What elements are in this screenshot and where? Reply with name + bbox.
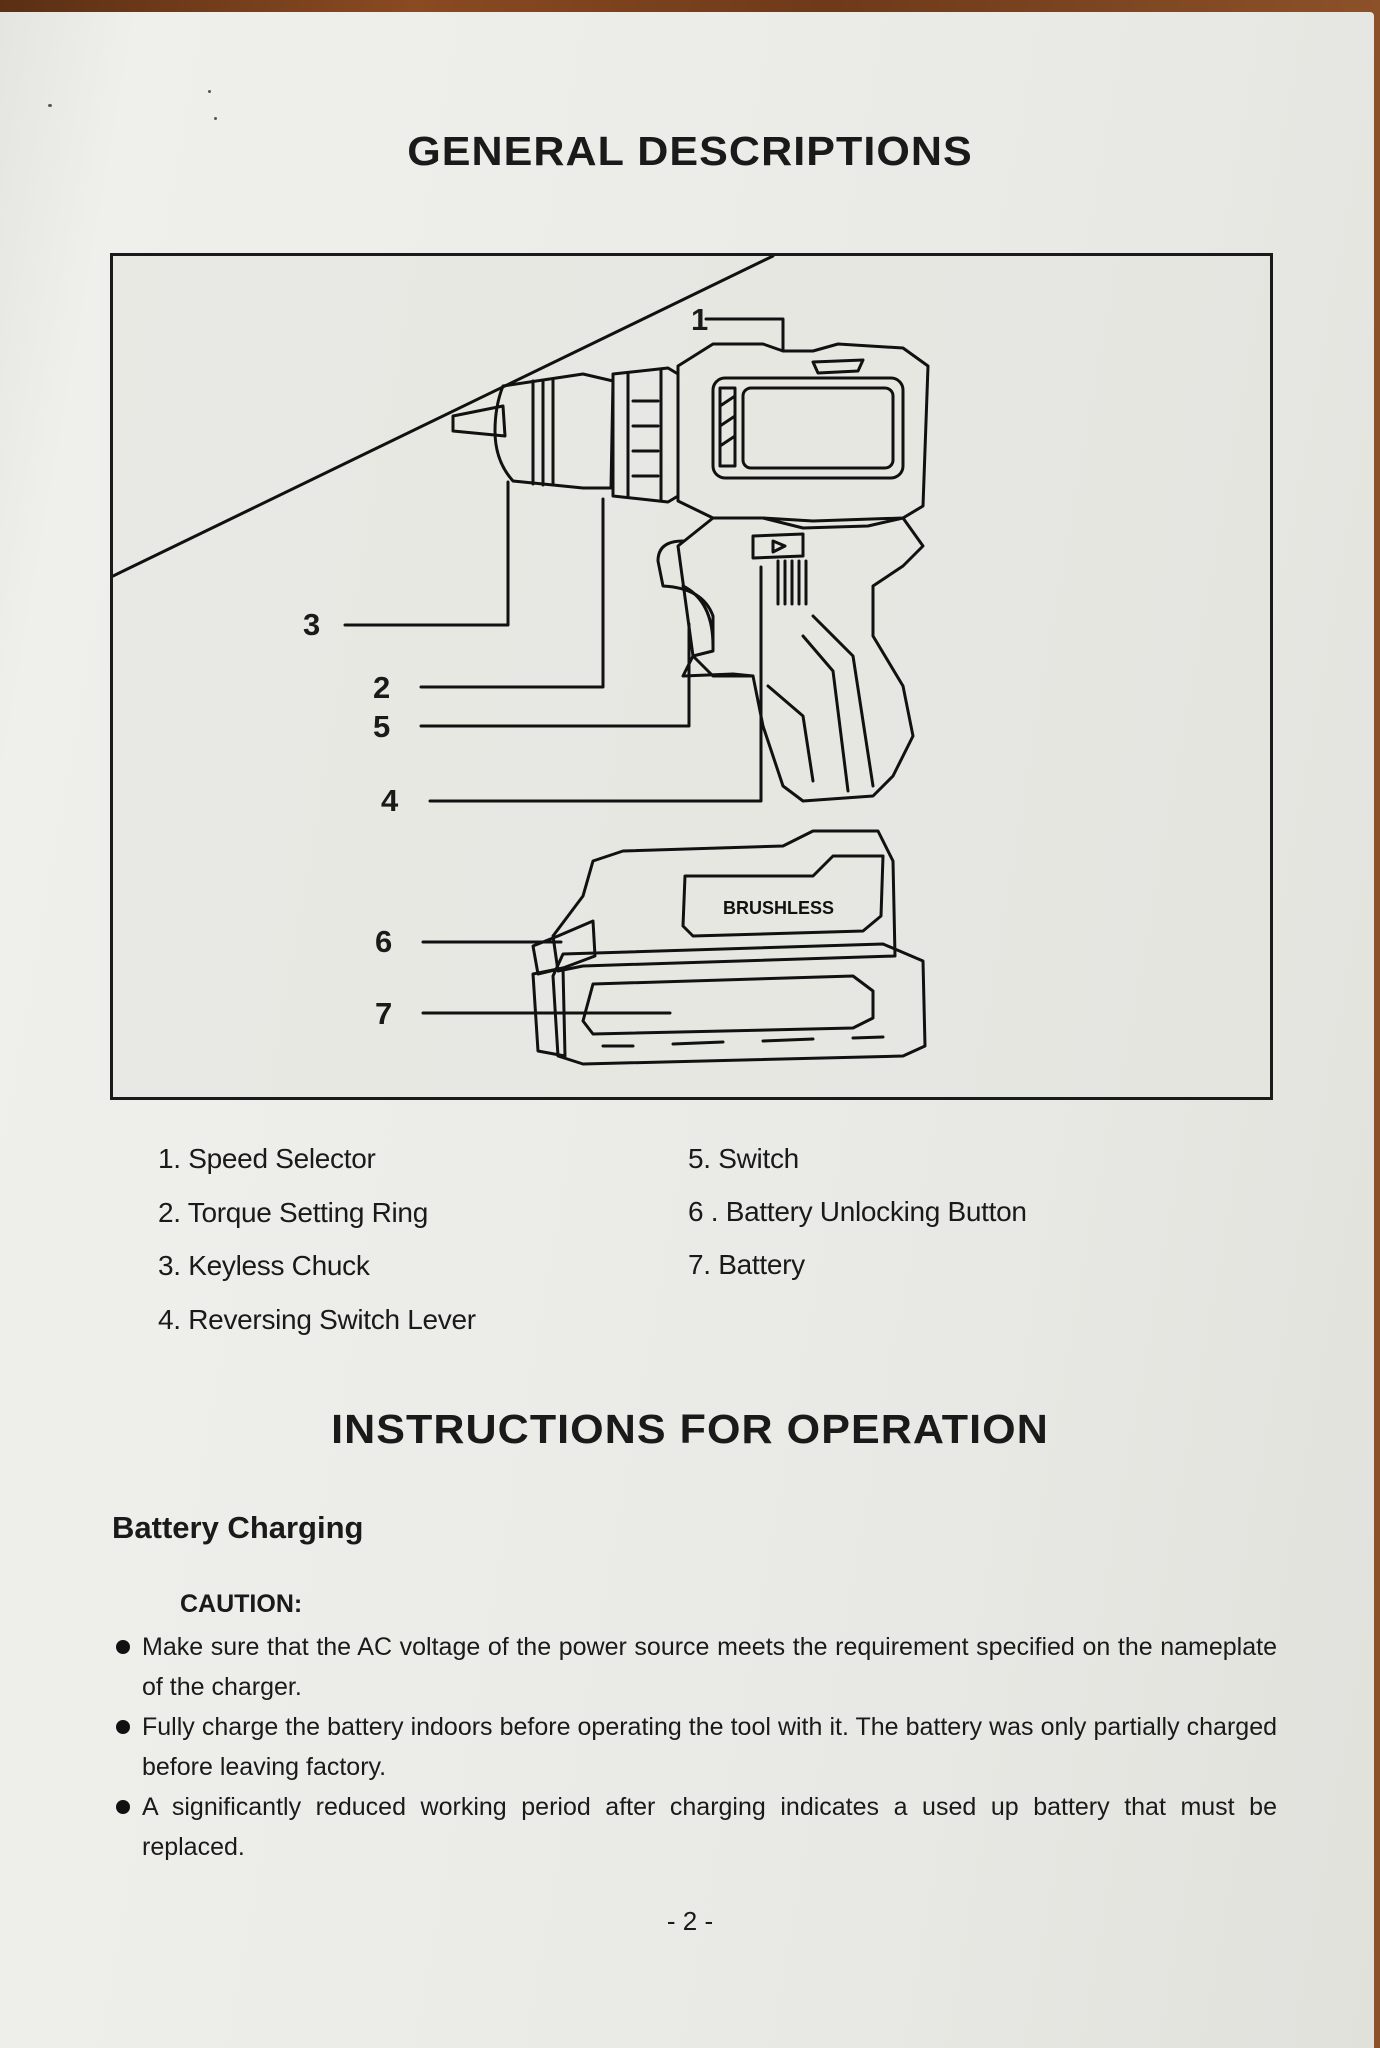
bullet-text: A significantly reduced working period a… — [142, 1793, 1277, 1861]
part-number: 4. — [158, 1304, 181, 1335]
caution-bullet: A significantly reduced working period a… — [112, 1787, 1277, 1867]
part-label: Reversing Switch Lever — [188, 1304, 476, 1335]
part-label: Switch — [718, 1143, 799, 1174]
callout-1: 1 — [691, 302, 709, 337]
caution-bullet: Make sure that the AC voltage of the pow… — [112, 1627, 1277, 1707]
section-title-battery-charging: Battery Charging — [112, 1510, 364, 1545]
callout-3: 3 — [303, 607, 321, 642]
part-number: 5. — [688, 1143, 711, 1174]
part-number: 7. — [688, 1249, 711, 1280]
parts-list-item: 5. Switch — [688, 1143, 799, 1175]
print-speck — [208, 90, 211, 93]
page-number: - 2 - — [666, 1906, 714, 1936]
parts-list-item: 3. Keyless Chuck — [158, 1250, 370, 1282]
svg-text:BRUSHLESS: BRUSHLESS — [723, 898, 834, 918]
bullet-text: Make sure that the AC voltage of the pow… — [142, 1633, 1277, 1701]
callout-5: 5 — [373, 709, 391, 744]
part-number: 1. — [158, 1143, 181, 1174]
bullet-text: Fully charge the battery indoors before … — [142, 1713, 1277, 1781]
part-label: Keyless Chuck — [188, 1250, 370, 1281]
parts-list-item: 2. Torque Setting Ring — [158, 1197, 428, 1229]
part-number: 2. — [158, 1197, 181, 1228]
parts-list-item: 6 . Battery Unlocking Button — [688, 1196, 1027, 1228]
part-number: 6 . — [688, 1196, 719, 1227]
part-label: Torque Setting Ring — [187, 1197, 429, 1228]
drill-diagram: BRUSHLESS 1 2 3 4 5 6 7 — [110, 253, 1273, 1100]
caution-bullet: Fully charge the battery indoors before … — [112, 1707, 1277, 1787]
bullet-icon — [116, 1720, 130, 1734]
callout-6: 6 — [375, 924, 393, 959]
parts-list-item: 1. Speed Selector — [158, 1143, 376, 1175]
parts-list-item: 7. Battery — [688, 1249, 805, 1281]
part-label: Speed Selector — [188, 1143, 376, 1174]
part-label: Battery — [718, 1249, 805, 1280]
print-speck — [214, 117, 217, 120]
cordless-drill-illustration: BRUSHLESS — [113, 256, 930, 1066]
instructions-title: INSTRUCTIONS FOR OPERATION — [331, 1406, 1049, 1452]
part-label: Battery Unlocking Button — [725, 1196, 1027, 1227]
callout-4: 4 — [381, 783, 399, 818]
caution-label: CAUTION: — [180, 1590, 303, 1618]
bullet-icon — [116, 1640, 130, 1654]
part-number: 3. — [158, 1250, 181, 1281]
bullet-icon — [116, 1800, 130, 1814]
print-speck — [48, 104, 52, 107]
callout-7: 7 — [375, 996, 393, 1031]
general-descriptions-title: GENERAL DESCRIPTIONS — [407, 128, 973, 174]
callout-2: 2 — [373, 670, 391, 705]
parts-list-item: 4. Reversing Switch Lever — [158, 1304, 476, 1336]
